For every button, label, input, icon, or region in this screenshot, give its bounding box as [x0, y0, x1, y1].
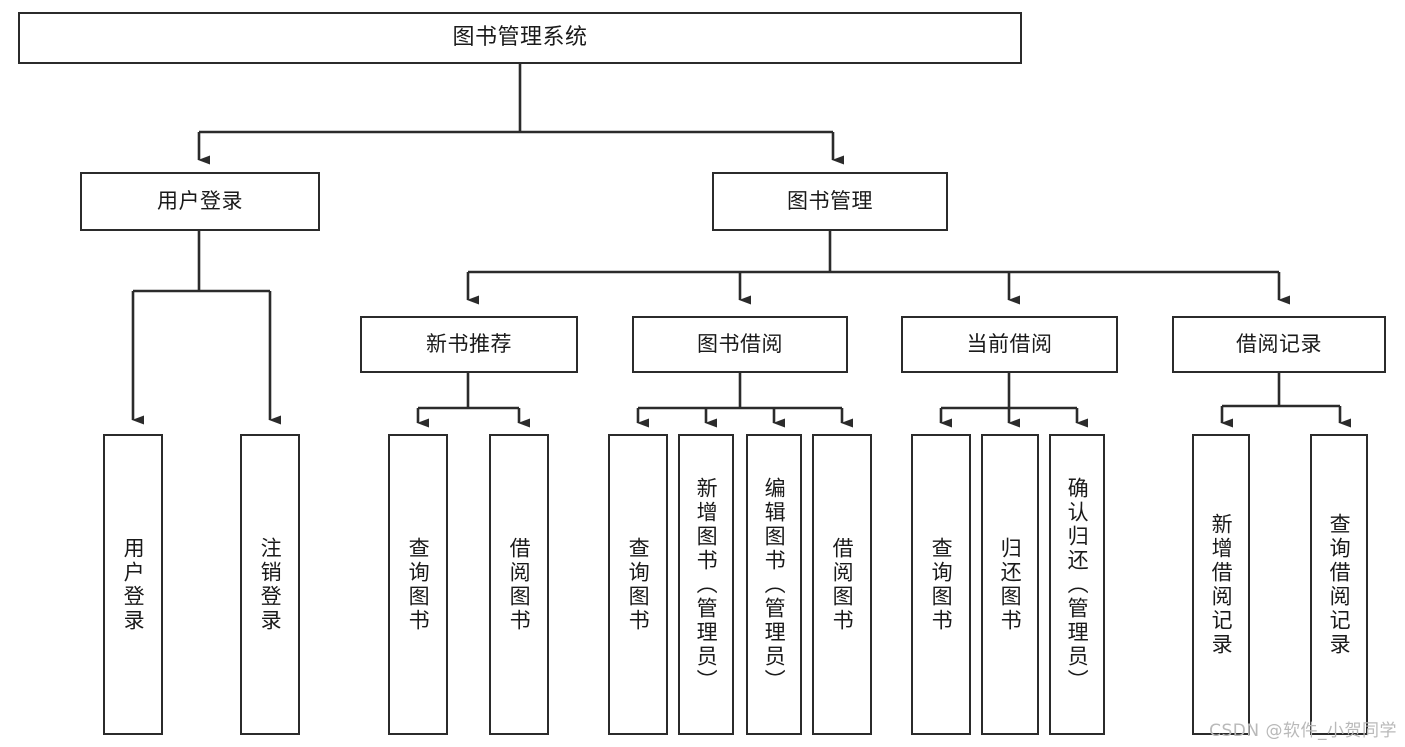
leaf-recommend-query-book[interactable]: 查询图书	[388, 434, 448, 735]
leaf-borrow-add-book[interactable]: 新增图书（管理员）	[678, 434, 734, 735]
leaf-current-confirm-return[interactable]: 确认归还（管理员）	[1049, 434, 1105, 735]
leaf-borrow-edit-book[interactable]: 编辑图书（管理员）	[746, 434, 802, 735]
node-root[interactable]: 图书管理系统	[18, 12, 1022, 64]
node-new-book-recommend[interactable]: 新书推荐	[360, 316, 578, 373]
node-book-management-label: 图书管理	[787, 189, 873, 214]
node-current-borrow-label: 当前借阅	[966, 332, 1053, 357]
leaf-borrow-borrow-book-label: 借阅图书	[830, 536, 855, 633]
leaf-borrow-query-book-label: 查询图书	[626, 536, 651, 633]
node-borrow-record-label: 借阅记录	[1236, 332, 1322, 357]
leaf-borrow-edit-book-label: 编辑图书（管理员）	[762, 476, 787, 693]
leaf-recommend-borrow-book[interactable]: 借阅图书	[489, 434, 549, 735]
leaf-current-return-book[interactable]: 归还图书	[981, 434, 1039, 735]
leaf-record-add-record[interactable]: 新增借阅记录	[1192, 434, 1250, 735]
leaf-record-query-record[interactable]: 查询借阅记录	[1310, 434, 1368, 735]
leaf-user-login-logout-label: 注销登录	[258, 536, 283, 633]
leaf-recommend-query-book-label: 查询图书	[406, 536, 431, 633]
watermark: CSDN @软件_小贺同学	[1209, 721, 1397, 741]
node-book-management[interactable]: 图书管理	[712, 172, 948, 231]
leaf-current-return-book-label: 归还图书	[998, 536, 1023, 633]
node-user-login[interactable]: 用户登录	[80, 172, 320, 231]
node-book-borrow[interactable]: 图书借阅	[632, 316, 848, 373]
node-user-login-label: 用户登录	[157, 189, 243, 214]
leaf-borrow-borrow-book[interactable]: 借阅图书	[812, 434, 872, 735]
node-new-book-recommend-label: 新书推荐	[426, 332, 512, 357]
node-book-borrow-label: 图书借阅	[697, 332, 783, 357]
leaf-record-add-record-label: 新增借阅记录	[1209, 512, 1234, 657]
leaf-current-confirm-return-label: 确认归还（管理员）	[1065, 476, 1090, 693]
node-borrow-record[interactable]: 借阅记录	[1172, 316, 1386, 373]
node-root-label: 图书管理系统	[452, 25, 588, 51]
leaf-recommend-borrow-book-label: 借阅图书	[507, 536, 532, 633]
leaf-current-query-book-label: 查询图书	[929, 536, 954, 633]
leaf-borrow-query-book[interactable]: 查询图书	[608, 434, 668, 735]
leaf-user-login-login[interactable]: 用户登录	[103, 434, 163, 735]
leaf-borrow-add-book-label: 新增图书（管理员）	[694, 476, 719, 693]
leaf-current-query-book[interactable]: 查询图书	[911, 434, 971, 735]
leaf-user-login-logout[interactable]: 注销登录	[240, 434, 300, 735]
leaf-record-query-record-label: 查询借阅记录	[1327, 512, 1352, 657]
leaf-user-login-login-label: 用户登录	[121, 536, 146, 633]
node-current-borrow[interactable]: 当前借阅	[901, 316, 1118, 373]
